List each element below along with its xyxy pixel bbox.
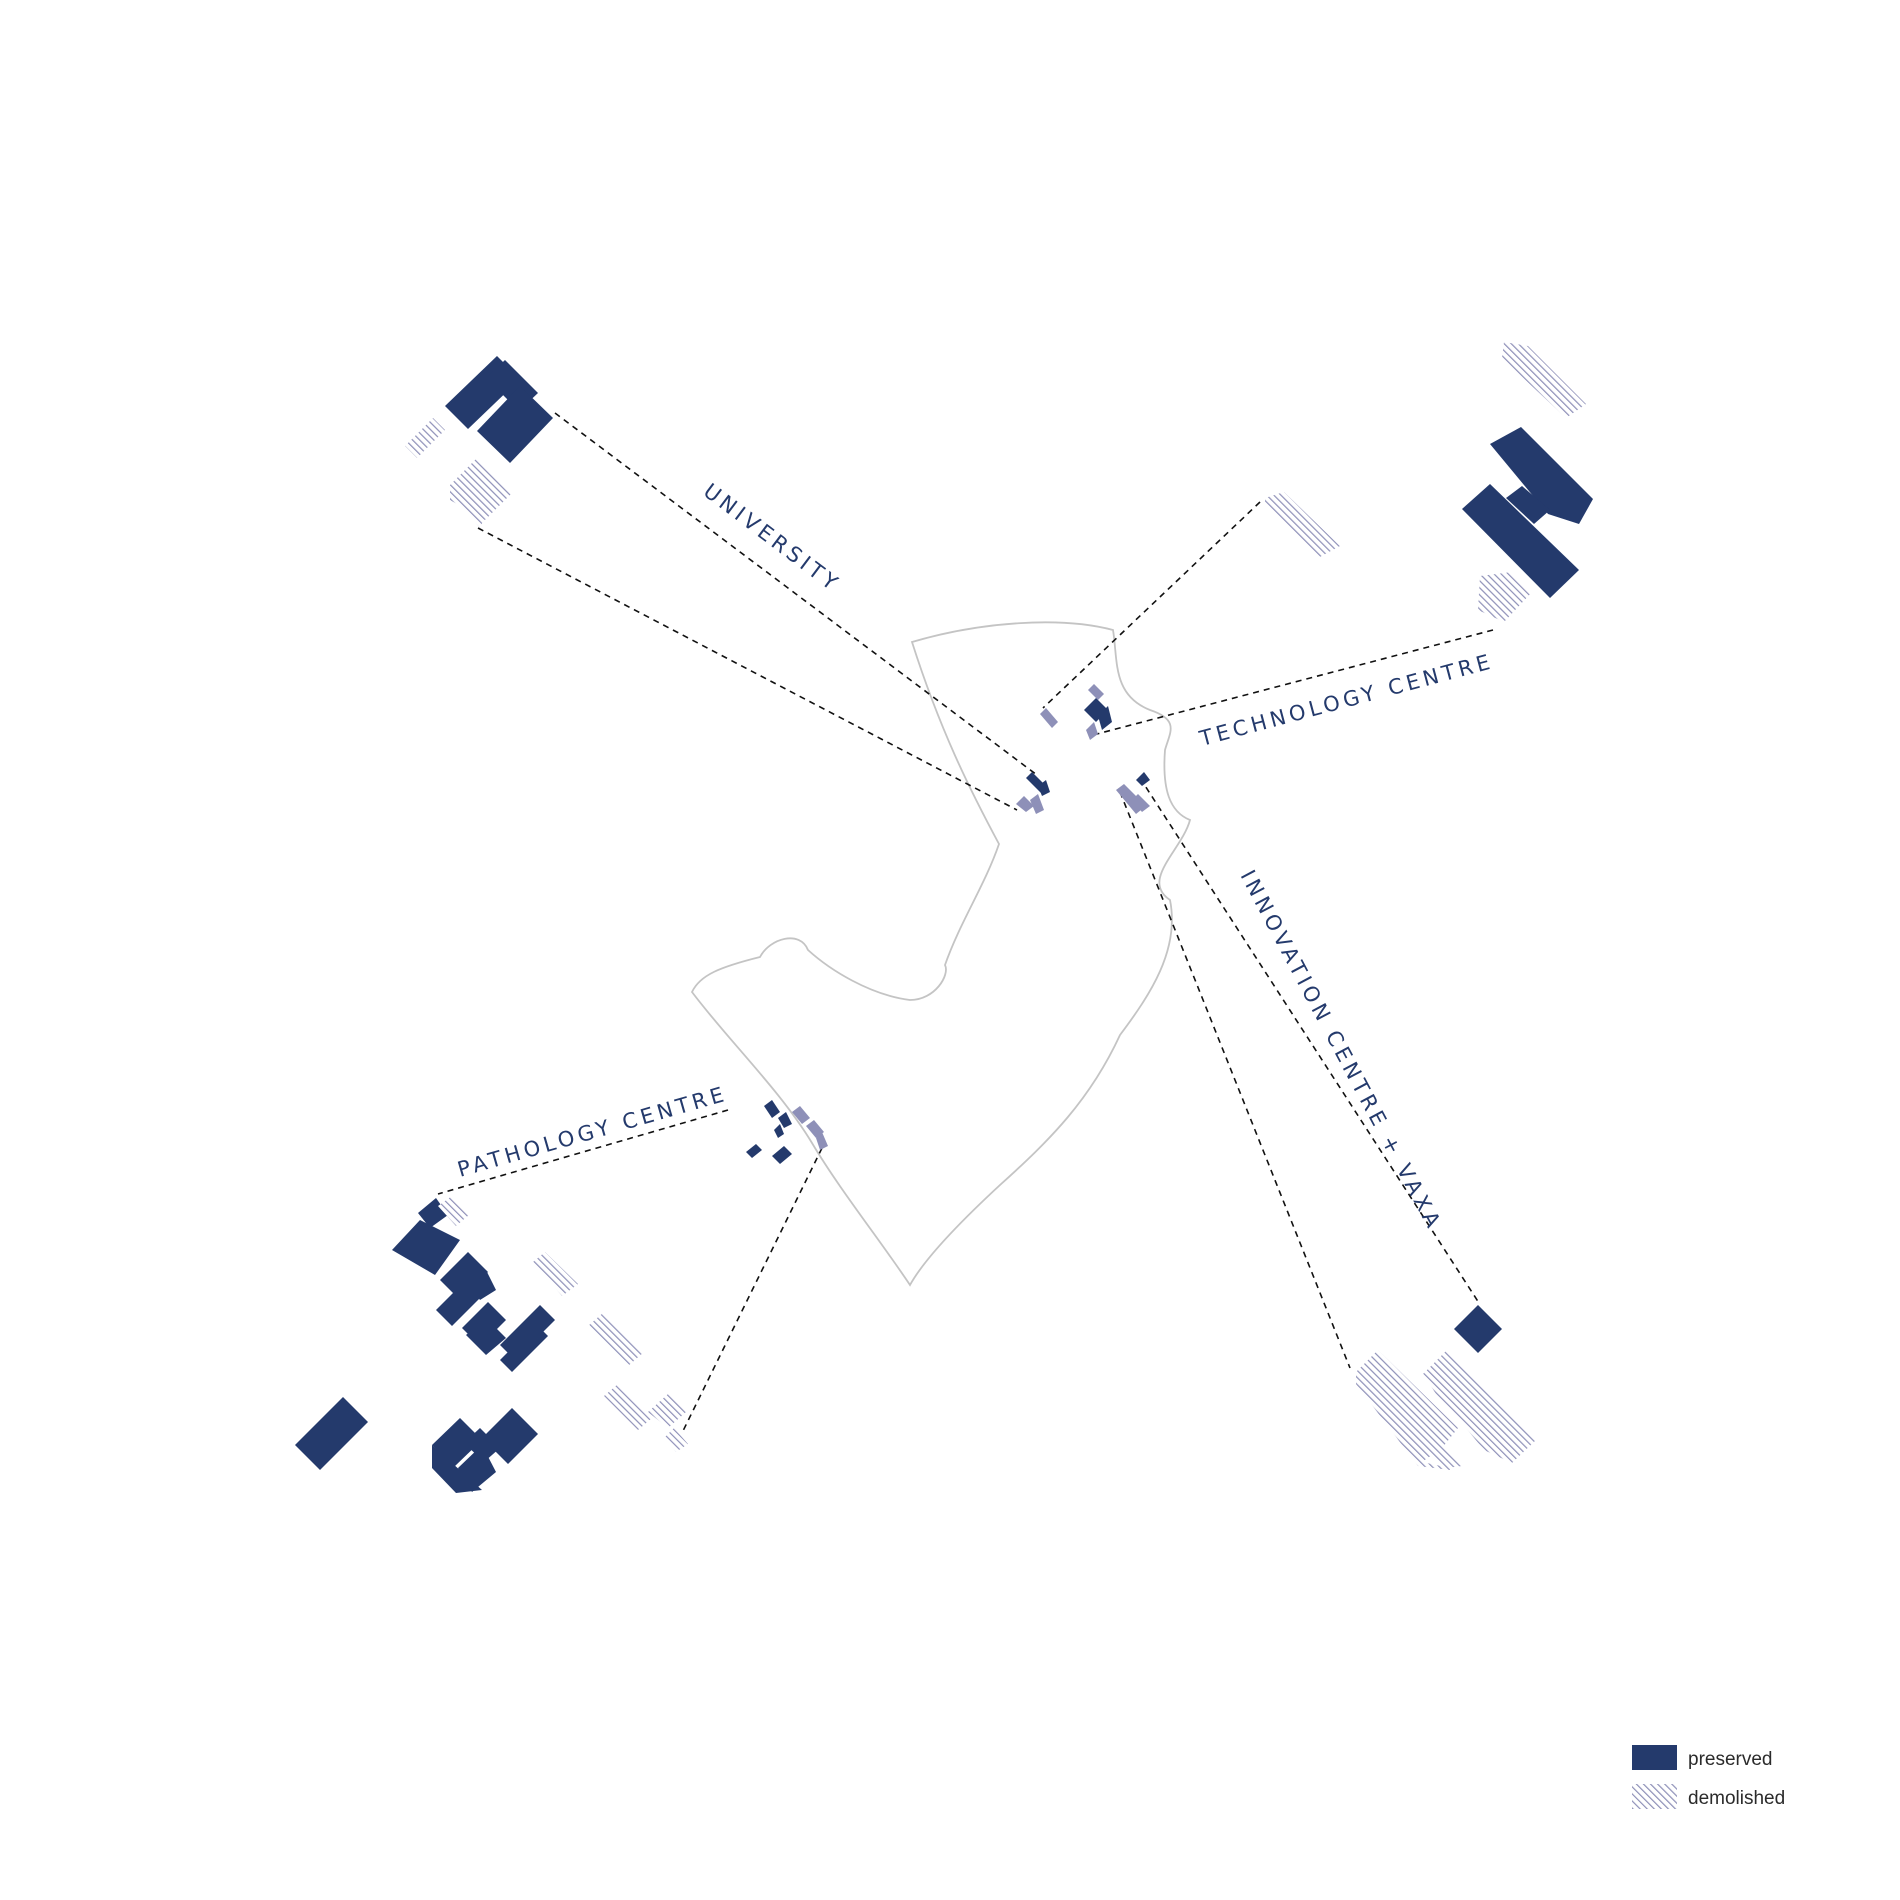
site-boundary (690, 621, 1192, 1287)
legend-preserved-label: preserved (1688, 1749, 1773, 1770)
innovation-site-building (1116, 772, 1150, 814)
technology-links (1042, 501, 1494, 736)
pathology-preserved-building (295, 1198, 555, 1493)
pathology-buildings (295, 1196, 688, 1493)
pathology-site-building (746, 1100, 828, 1164)
technology-buildings (1265, 342, 1593, 622)
technology-label: TECHNOLOGY CENTRE (1196, 649, 1496, 751)
site-buildings (746, 684, 1150, 1164)
university-label: UNIVERSITY (699, 479, 845, 597)
legend: preserved demolished (1632, 1745, 1785, 1809)
innovation-preserved-building (1454, 1305, 1502, 1353)
innovation-buildings (1356, 1305, 1536, 1470)
innovation-label: INNOVATION CENTRE + VAXA (1236, 866, 1447, 1235)
technology-demolished-building (1265, 342, 1586, 622)
innovation-demolished-building (1356, 1350, 1536, 1470)
university-links (477, 412, 1038, 811)
university-buildings (405, 356, 553, 528)
pathology-label: PATHOLOGY CENTRE (455, 1082, 731, 1182)
legend-demolished-label: demolished (1688, 1788, 1785, 1809)
legend-demolished-swatch (1632, 1784, 1677, 1809)
university-demolished-building (405, 418, 511, 528)
technology-site-building (1040, 684, 1112, 740)
legend-preserved-swatch (1632, 1745, 1677, 1770)
pathology-links (437, 1109, 823, 1434)
technology-preserved-building (1462, 427, 1593, 598)
university-site-building (1016, 772, 1050, 814)
innovation-links (1119, 777, 1480, 1369)
pathology-demolished-building (438, 1196, 688, 1452)
university-preserved-building (445, 356, 553, 463)
